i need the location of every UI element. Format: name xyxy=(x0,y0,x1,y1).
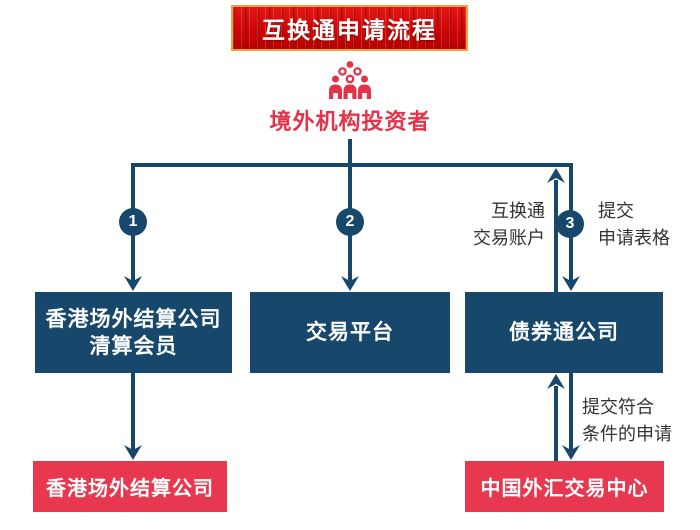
edge-label-submit-eligible: 提交符合 条件的申请 xyxy=(582,394,672,448)
node-label: 中国外汇交易中心 xyxy=(480,478,649,500)
edge-label-line: 申请表格 xyxy=(598,228,670,248)
node-label-line: 清算会员 xyxy=(89,334,178,358)
node-label: 香港场外结算公司 xyxy=(46,478,214,500)
edge-label-line: 互换通 xyxy=(491,201,545,221)
arrowhead-step2-down xyxy=(341,276,359,291)
arrowhead-step3-down xyxy=(562,276,580,291)
node-hkotc-clearing-company: 香港场外结算公司 xyxy=(33,461,227,512)
crowd-of-people-icon xyxy=(329,61,371,99)
arrowhead-swap-account-up xyxy=(547,168,565,183)
arrowhead-cfets-up xyxy=(547,374,565,389)
step-badge-1: 1 xyxy=(119,208,147,236)
edge-label-line: 提交符合 xyxy=(582,397,654,417)
edge-label-submit-form: 提交 申请表格 xyxy=(598,198,670,252)
edge-label-line: 交易账户 xyxy=(473,228,545,248)
edge-label-line: 提交 xyxy=(598,201,634,221)
arrowhead-step1-down xyxy=(124,276,142,291)
title-banner: 互换通申请流程 xyxy=(231,5,468,51)
edge-label-line: 条件的申请 xyxy=(582,424,672,444)
page-title: 互换通申请流程 xyxy=(262,17,437,43)
investor-label: 境外机构投资者 xyxy=(269,109,431,134)
arrowhead-cfets-down xyxy=(562,445,580,460)
node-label-line: 香港场外结算公司 xyxy=(45,307,222,331)
node-cfets: 中国外汇交易中心 xyxy=(465,461,664,512)
node-hkotc-clearing-member: 香港场外结算公司 清算会员 xyxy=(35,292,232,373)
arrowhead-hkotc-down xyxy=(124,445,142,460)
node-label: 交易平台 xyxy=(306,321,394,344)
step-badge-2: 2 xyxy=(336,208,364,236)
node-label: 债券通公司 xyxy=(509,321,619,344)
step-badge-3: 3 xyxy=(556,210,584,238)
node-bond-connect-company: 债券通公司 xyxy=(465,292,663,373)
edge-label-swap-account: 互换通 交易账户 xyxy=(473,198,545,252)
node-trading-platform: 交易平台 xyxy=(250,292,450,373)
